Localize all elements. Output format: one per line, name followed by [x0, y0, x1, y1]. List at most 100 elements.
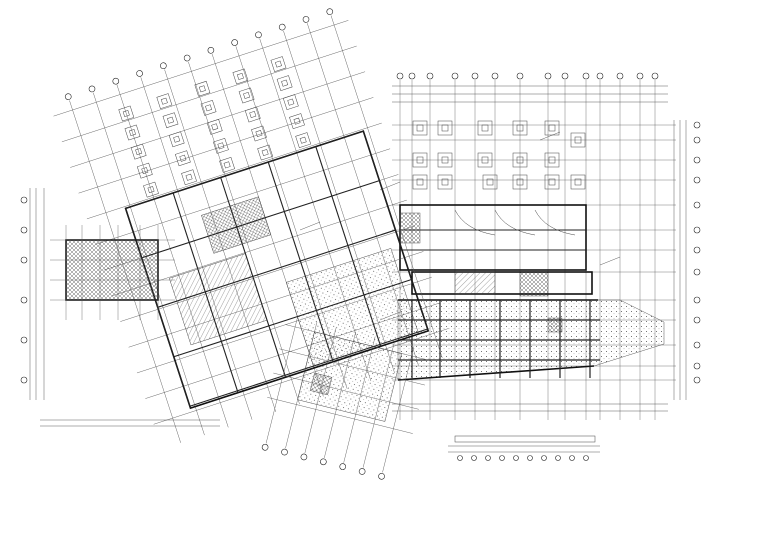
leader-line — [599, 256, 621, 266]
grid-line — [330, 15, 443, 358]
grid-line — [120, 225, 416, 322]
grid-bubble — [300, 453, 308, 461]
grid-bubble — [485, 455, 491, 461]
grid-line — [267, 397, 413, 434]
bottom-dimension-chain — [392, 403, 668, 453]
grid-bubble — [451, 72, 459, 80]
right-framing — [399, 204, 593, 297]
grid-bubble — [544, 72, 552, 80]
pile-cap — [194, 80, 211, 97]
pile-cap — [238, 87, 255, 104]
frame-beam — [362, 130, 429, 332]
grid-bubble — [693, 136, 701, 144]
right-dimension-chain — [673, 120, 687, 400]
grid-bubble — [693, 296, 701, 304]
grid-bubble — [136, 70, 143, 77]
grid-bubble — [651, 72, 659, 80]
annotation-tags — [299, 131, 621, 321]
grid-bubble — [616, 72, 624, 80]
grid-bubble — [693, 376, 701, 384]
frame-beam — [172, 192, 239, 393]
pile-cap — [130, 143, 147, 160]
pile-cap — [289, 113, 305, 130]
frame-beam — [173, 278, 412, 358]
grid-bubble — [20, 296, 28, 304]
pile-cap — [206, 118, 223, 135]
pile-cap — [544, 174, 560, 190]
frame-beam — [220, 177, 287, 378]
pile-cap — [477, 152, 493, 168]
pile-cap — [512, 174, 528, 190]
pile-cap — [175, 150, 191, 167]
grid-bubble — [231, 39, 238, 46]
grid-bubble — [499, 455, 505, 461]
rotated-middle-block — [53, 8, 449, 443]
grid-bubble — [396, 72, 404, 80]
grid-line — [265, 317, 298, 444]
grid-bubble — [693, 121, 701, 129]
grid-bubble — [561, 72, 569, 80]
right-grid-bubbles-right — [693, 121, 701, 384]
grid-bubble — [693, 268, 701, 276]
frame-beam — [315, 146, 382, 347]
grid-bubble — [112, 77, 120, 85]
grid-bubble — [255, 31, 262, 39]
grid-bubble — [320, 458, 327, 466]
grid-bubble — [583, 455, 589, 461]
pile-cap — [181, 169, 197, 186]
grid-bubble — [20, 226, 28, 234]
grid-bubble — [358, 468, 366, 475]
grid-line — [140, 77, 253, 420]
pile-cap — [124, 124, 141, 141]
right-building-block — [392, 72, 701, 461]
grid-line — [95, 148, 391, 245]
pile-cap — [437, 152, 453, 168]
grid-bubble — [20, 376, 28, 384]
frame-beam — [125, 130, 364, 209]
grid-bubble — [64, 93, 72, 100]
grid-bubble — [596, 72, 604, 80]
leader-line — [299, 221, 321, 231]
pile-cap — [512, 120, 528, 136]
leader-line — [539, 131, 561, 141]
pile-cap — [200, 99, 217, 116]
lower-rotated-block — [261, 317, 431, 480]
grid-line — [61, 45, 357, 143]
grid-bubble — [457, 455, 463, 461]
pile-cap — [251, 125, 267, 142]
grid-bubble — [569, 455, 575, 461]
grid-bubble — [582, 72, 590, 80]
pile-cap — [295, 132, 312, 149]
grid-bubble — [281, 448, 288, 456]
pile-cap — [477, 120, 493, 136]
grid-bubble — [491, 72, 499, 80]
grid-bubble — [20, 256, 28, 264]
grid-bubble — [378, 472, 385, 480]
grid-bubble — [693, 156, 701, 164]
grid-line — [382, 346, 415, 473]
grid-bubble — [693, 226, 701, 234]
grid-bubble — [339, 463, 347, 470]
grid-bubble — [261, 443, 269, 451]
pile-cap-group — [412, 120, 586, 190]
pile-cap — [168, 131, 185, 148]
grid-bubble — [527, 455, 533, 461]
grid-bubble — [693, 201, 701, 209]
grid-bubble — [693, 316, 701, 324]
grid-bubble — [471, 455, 477, 461]
grid-line — [86, 122, 382, 220]
grid-bubble — [693, 246, 701, 254]
pile-cap — [437, 174, 453, 190]
pile-cap — [570, 174, 586, 190]
grid-bubble — [302, 16, 310, 23]
grid-bubble — [541, 455, 547, 461]
pile-cap — [232, 68, 249, 85]
pile-cap — [156, 93, 173, 110]
pile-cap — [482, 174, 498, 190]
top-dimension-chain — [392, 85, 668, 103]
pile-cap — [219, 157, 235, 173]
grid-bubble — [693, 341, 701, 349]
pile-cap — [244, 106, 261, 123]
pile-cap — [412, 174, 428, 190]
grid-bubble — [693, 176, 701, 184]
